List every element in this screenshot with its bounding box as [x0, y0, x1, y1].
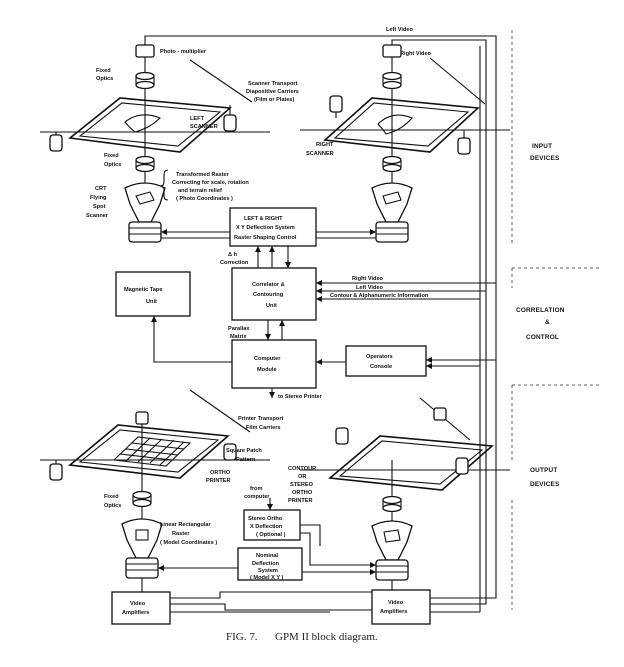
deflection-system-block — [161, 207, 376, 247]
fixed-optics-top-label-1: Fixed — [96, 68, 111, 74]
section-input-label-1: INPUT — [532, 143, 552, 150]
nominal-label-3: System — [258, 568, 278, 574]
video-amplifiers-left — [111, 578, 171, 625]
video-amplifiers-left-label-1: Video — [130, 601, 146, 607]
nominal-label-1: Nominal — [256, 553, 279, 559]
video-amplifiers-left-label-2: Amplifiers — [122, 610, 149, 616]
to-stereo-printer-label: to Stereo Printer — [278, 394, 323, 400]
delta-h-label: Δ h — [228, 252, 238, 258]
computer-label-1: Computer — [254, 356, 281, 362]
section-correlation-label-1: CORRELATION — [516, 307, 565, 314]
computer-label-2: Module — [257, 367, 277, 373]
contour-printer-label-3: STEREO — [290, 482, 314, 488]
transformed-raster-label-2: Correcting for scale, rotation — [172, 180, 249, 186]
correlator-label-1: Correlator & — [252, 282, 285, 288]
video-amplifiers-right — [371, 580, 431, 625]
contour-printer-label-1: CONTOUR — [288, 466, 316, 472]
magnetic-tape-label-2: Unit — [146, 299, 157, 305]
correction-label: Correction — [220, 260, 249, 266]
scanner-transport-label-1: Scanner Transport — [248, 81, 298, 87]
nominal-label-2: Deflection — [252, 561, 280, 567]
crt-label-2: Flying — [90, 195, 107, 201]
correlator-label-2: Contouring — [253, 292, 284, 298]
right-scanner — [300, 44, 510, 243]
stereo-ortho-label-3: ( Optional ) — [256, 532, 286, 538]
fixed-optics-printer-label-2: Optics — [104, 503, 121, 509]
crt-label-4: Scanner — [86, 213, 109, 219]
left-scanner-label-1: LEFT — [190, 116, 205, 122]
scanner-transport-label-2: Diapositive Carriers — [246, 89, 299, 95]
section-dividers — [511, 30, 600, 610]
left-scanner — [40, 44, 270, 243]
photo-multiplier-label: Photo - multiplier — [160, 49, 207, 55]
printer-transport-label-1: Printer Transport — [238, 416, 284, 422]
transformed-raster-label-3: and terrain relief — [178, 188, 222, 194]
correction-arrows — [255, 246, 291, 268]
operators-label-2: Console — [370, 364, 392, 370]
printer-transport-label-2: Film Carriers — [246, 425, 281, 431]
transformed-raster-brace — [159, 169, 169, 201]
left-video-top-label: Left Video — [386, 27, 414, 33]
parallax-label-1: Parallax — [228, 326, 250, 332]
magnetic-tape-label-1: Magnetic Tape — [124, 287, 162, 293]
right-scanner-label-1: RIGHT — [316, 142, 334, 148]
square-patch-label-1: Square Patch — [226, 448, 262, 454]
transformed-raster-label-4: ( Photo Coordinates ) — [176, 196, 233, 202]
fixed-optics-lower-label-2: Optics — [104, 162, 121, 168]
figure-number: FIG. 7. — [226, 631, 258, 643]
crt-label-1: CRT — [95, 186, 107, 192]
stereo-ortho-label-2: X Deflection — [250, 524, 283, 530]
crt-label-3: Spot — [93, 204, 106, 210]
contour-printer-label-5: PRINTER — [288, 498, 313, 504]
operators-label-1: Operators — [366, 354, 393, 360]
section-input-label-2: DEVICES — [530, 155, 560, 162]
section-correlation-label-2: & — [545, 319, 550, 326]
ortho-printer-label-2: PRINTER — [206, 478, 231, 484]
deflection-label-2: X Y Deflection System — [236, 225, 295, 231]
correlator-label-3: Unit — [266, 303, 277, 309]
figure-caption: GPM II block diagram. — [275, 631, 378, 643]
contour-info-label: Contour & Alphanumeric Information — [330, 293, 429, 299]
square-patch-grid — [112, 436, 192, 467]
transformed-raster-label-1: Transformed Raster — [176, 172, 230, 178]
nominal-deflection-system-block — [158, 547, 376, 581]
computer-module — [231, 320, 346, 398]
section-correlation-label-3: CONTROL — [526, 334, 559, 341]
square-patch-label-2: Pattern — [236, 457, 256, 463]
linear-raster-label-2: Raster — [172, 531, 190, 537]
contour-printer-label-4: ORTHO — [292, 490, 313, 496]
linear-raster-label-3: ( Model Coordinates ) — [160, 540, 217, 546]
from-computer-label-2: computer — [244, 494, 270, 500]
from-computer-label-1: from — [250, 486, 262, 492]
ortho-printer — [40, 389, 270, 579]
video-bus-lines — [144, 35, 497, 613]
section-output-label-1: OUTPUT — [530, 467, 557, 474]
correlator-contouring-unit — [231, 267, 317, 321]
contour-stereo-ortho-printer — [300, 397, 510, 581]
video-amplifiers-right-label-1: Video — [388, 600, 404, 606]
magnetic-tape-unit — [115, 271, 232, 363]
ortho-printer-label-1: ORTHO — [210, 470, 231, 476]
deflection-label-3: Raster Shaping Control — [234, 235, 297, 241]
stereo-ortho-label-1: Stereo Ortho — [248, 516, 283, 522]
section-output-label-2: DEVICES — [530, 481, 560, 488]
left-scanner-label-2: SCANNER — [190, 124, 218, 130]
deflection-label-1: LEFT & RIGHT — [244, 216, 283, 222]
operators-console — [345, 345, 427, 377]
stereo-ortho-x-deflection-block — [243, 498, 376, 568]
right-video-mid-label: Right Video — [352, 276, 384, 282]
right-scanner-label-2: SCANNER — [306, 151, 334, 157]
left-video-mid-label: Left Video — [356, 285, 384, 291]
video-amplifiers-right-label-2: Amplifiers — [380, 609, 407, 615]
fixed-optics-printer-label-1: Fixed — [104, 494, 119, 500]
parallax-label-2: Matrix — [230, 334, 247, 340]
contour-printer-label-2: OR — [298, 474, 306, 480]
right-video-top-label: Right Video — [400, 51, 432, 57]
scanner-transport-label-3: (Film or Plates) — [254, 97, 295, 103]
linear-raster-label-1: Linear Rectangular — [160, 522, 211, 528]
nominal-label-4: ( Model X Y ) — [250, 575, 283, 581]
fixed-optics-top-label-2: Optics — [96, 76, 113, 82]
fixed-optics-lower-label-1: Fixed — [104, 153, 119, 159]
